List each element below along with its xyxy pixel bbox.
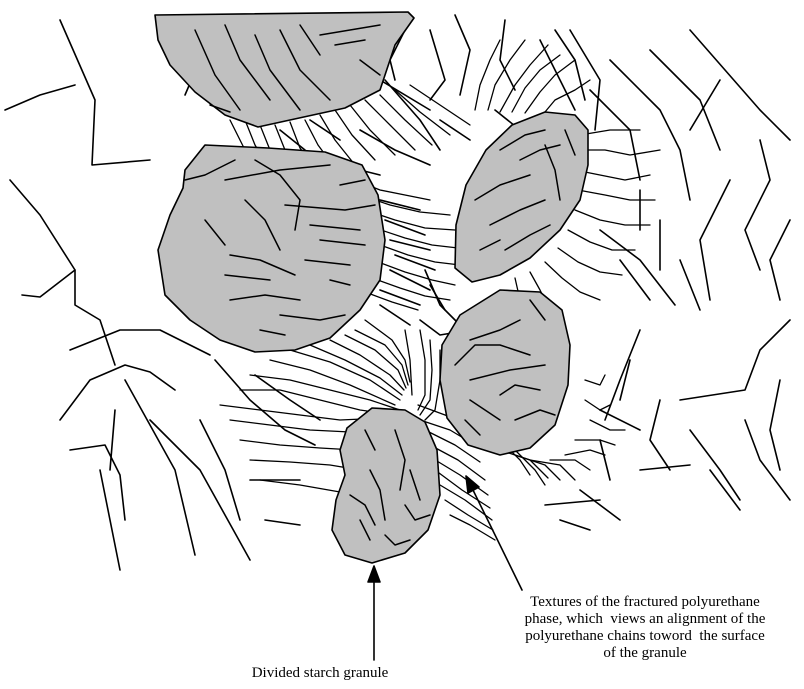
starch-granule-label: Divided starch granule <box>190 665 450 682</box>
starch-granule-left <box>158 145 385 352</box>
texture-arrow-shaft <box>472 488 522 590</box>
starch-granule-divided <box>332 408 440 563</box>
starch-granule-lower-right <box>440 290 570 455</box>
starch-granules <box>155 12 588 563</box>
starch-arrowhead <box>368 566 380 582</box>
texture-arrowhead <box>466 476 479 493</box>
texture-description-label: Textures of the fractured polyurethane p… <box>490 594 800 662</box>
